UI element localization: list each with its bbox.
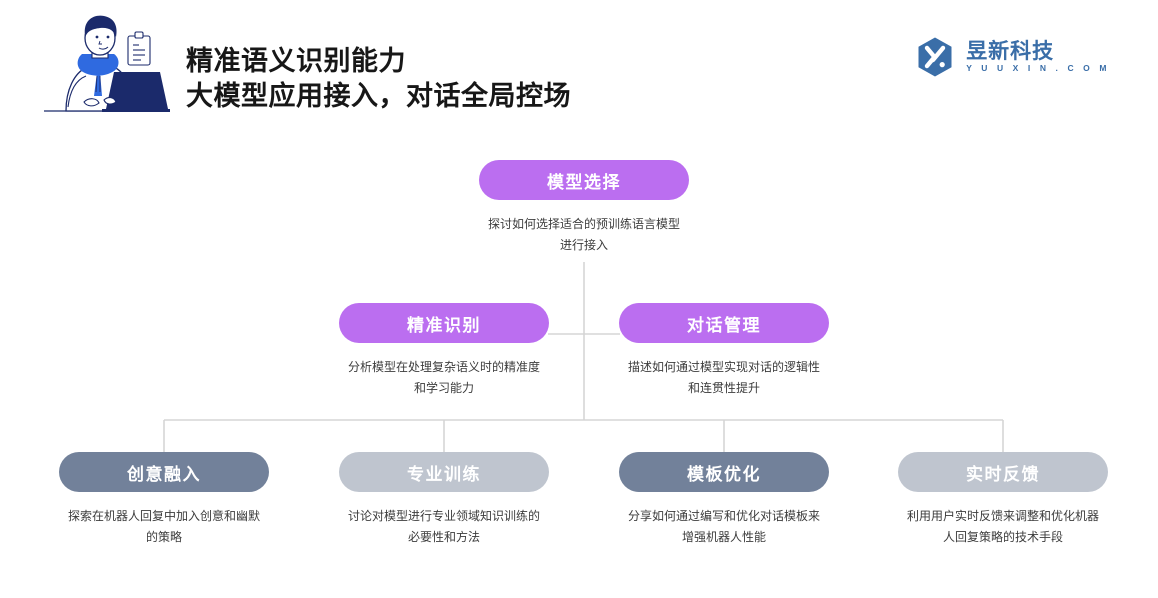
node-level2-1-label[interactable]: 精准识别 (339, 303, 549, 343)
node-root[interactable]: 模型选择 探讨如何选择适合的预训练语言模型进行接入 (479, 160, 689, 256)
yuuxin-hexagon-logo-icon (914, 36, 956, 78)
node-level3-3[interactable]: 模板优化 分享如何通过编写和优化对话模板来增强机器人性能 (619, 452, 829, 548)
node-level3-1[interactable]: 创意融入 探索在机器人回复中加入创意和幽默的策略 (59, 452, 269, 548)
node-level2-1-description: 分析模型在处理复杂语义时的精准度和学习能力 (347, 360, 540, 395)
node-level2-2[interactable]: 对话管理 描述如何通过模型实现对话的逻辑性和连贯性提升 (619, 303, 829, 399)
page-header: 精准语义识别能力 大模型应用接入，对话全局控场 昱新科技 Y U U X I N… (0, 0, 1158, 130)
node-level2-2-label[interactable]: 对话管理 (619, 303, 829, 343)
node-root-label[interactable]: 模型选择 (479, 160, 689, 200)
page-title: 精准语义识别能力 大模型应用接入，对话全局控场 (186, 44, 571, 114)
brand-domain: Y U U X I N . C O M (966, 63, 1110, 73)
brand-logo: 昱新科技 Y U U X I N . C O M (914, 36, 1110, 78)
node-level3-1-description: 探索在机器人回复中加入创意和幽默的策略 (67, 509, 260, 544)
node-level3-2-label[interactable]: 专业训练 (339, 452, 549, 492)
node-root-description: 探讨如何选择适合的预训练语言模型进行接入 (487, 217, 680, 252)
brand-name: 昱新科技 (966, 40, 1055, 63)
node-level3-4-description: 利用用户实时反馈来调整和优化机器人回复策略的技术手段 (906, 509, 1099, 544)
page-title-line-1: 精准语义识别能力 (186, 46, 406, 77)
node-level3-4[interactable]: 实时反馈 利用用户实时反馈来调整和优化机器人回复策略的技术手段 (898, 452, 1108, 548)
node-level3-1-label[interactable]: 创意融入 (59, 452, 269, 492)
node-level3-2-description: 讨论对模型进行专业领域知识训练的必要性和方法 (347, 509, 540, 544)
node-level3-3-label[interactable]: 模板优化 (619, 452, 829, 492)
node-level2-2-description: 描述如何通过模型实现对话的逻辑性和连贯性提升 (627, 360, 820, 395)
node-level2-1[interactable]: 精准识别 分析模型在处理复杂语义时的精准度和学习能力 (339, 303, 549, 399)
node-level3-2[interactable]: 专业训练 讨论对模型进行专业领域知识训练的必要性和方法 (339, 452, 549, 548)
person-at-laptop-illustration (42, 10, 172, 120)
page-title-line-2: 大模型应用接入，对话全局控场 (186, 81, 571, 112)
node-level3-4-label[interactable]: 实时反馈 (898, 452, 1108, 492)
node-level3-3-description: 分享如何通过编写和优化对话模板来增强机器人性能 (627, 509, 820, 544)
